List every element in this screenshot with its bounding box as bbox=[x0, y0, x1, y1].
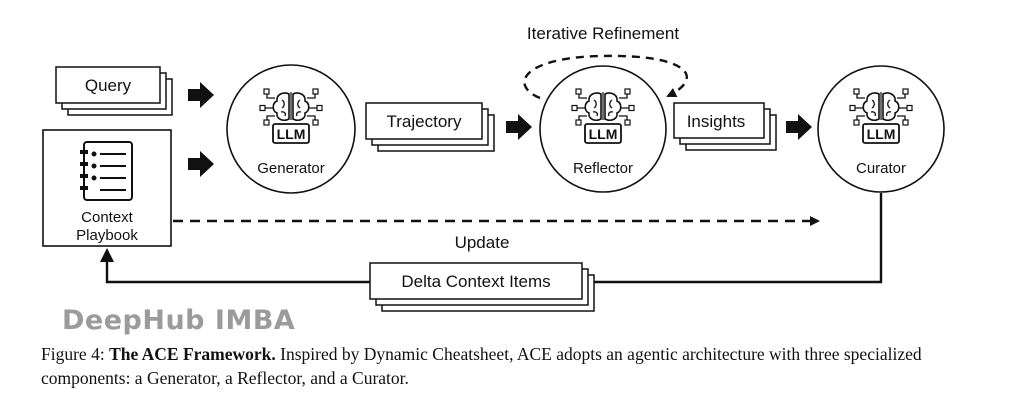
trajectory-to-reflector-arrow bbox=[506, 114, 532, 140]
insights-box: Insights bbox=[673, 102, 777, 151]
llm-badge-text: LLM bbox=[867, 126, 896, 142]
context-playbook-box: Context Playbook bbox=[42, 129, 172, 247]
curator-label: Curator bbox=[856, 160, 906, 177]
query-to-generator-arrow bbox=[188, 82, 214, 108]
delta-context-items-box: Delta Context Items bbox=[369, 262, 595, 312]
iterative-refinement-label: Iterative Refinement bbox=[527, 24, 679, 43]
curator-node: LLM Curator bbox=[817, 65, 945, 193]
ace-framework-diagram: Query Context Playbook LLM Generator bbox=[42, 24, 945, 312]
llm-badge-text: LLM bbox=[277, 126, 306, 142]
generator-label: Generator bbox=[257, 160, 325, 177]
llm-badge bbox=[584, 123, 622, 144]
query-label: Query bbox=[85, 76, 132, 95]
query-box: Query bbox=[55, 66, 173, 116]
reflector-node: LLM Reflector bbox=[539, 65, 667, 193]
llm-badge-text: LLM bbox=[589, 126, 618, 142]
figure-caption: Figure 4: The ACE Framework. Inspired by… bbox=[41, 342, 991, 390]
playbook-return-arrowhead bbox=[100, 248, 114, 262]
update-label: Update bbox=[455, 233, 510, 252]
trajectory-box: Trajectory bbox=[365, 102, 495, 152]
trajectory-label: Trajectory bbox=[387, 112, 462, 131]
caption-prefix: Figure 4: bbox=[41, 344, 110, 364]
caption-bold-title: The ACE Framework. bbox=[109, 344, 276, 364]
generator-node: LLM Generator bbox=[226, 64, 356, 194]
llm-badge bbox=[862, 123, 900, 144]
insights-label: Insights bbox=[687, 112, 746, 131]
notebook-icon bbox=[80, 141, 133, 201]
caption-text: Inspired by Dynamic Cheatsheet, ACE adop… bbox=[41, 344, 922, 388]
insights-to-curator-arrow bbox=[786, 114, 812, 140]
reflector-label: Reflector bbox=[573, 160, 633, 177]
llm-badge bbox=[272, 123, 310, 144]
playbook-label-line1: Context bbox=[81, 209, 134, 226]
playbook-to-generator-arrow bbox=[188, 151, 214, 177]
playbook-label-line2: Playbook bbox=[76, 227, 138, 244]
watermark: DeepHub IMBA bbox=[62, 305, 296, 336]
delta-context-items-label: Delta Context Items bbox=[401, 272, 550, 291]
